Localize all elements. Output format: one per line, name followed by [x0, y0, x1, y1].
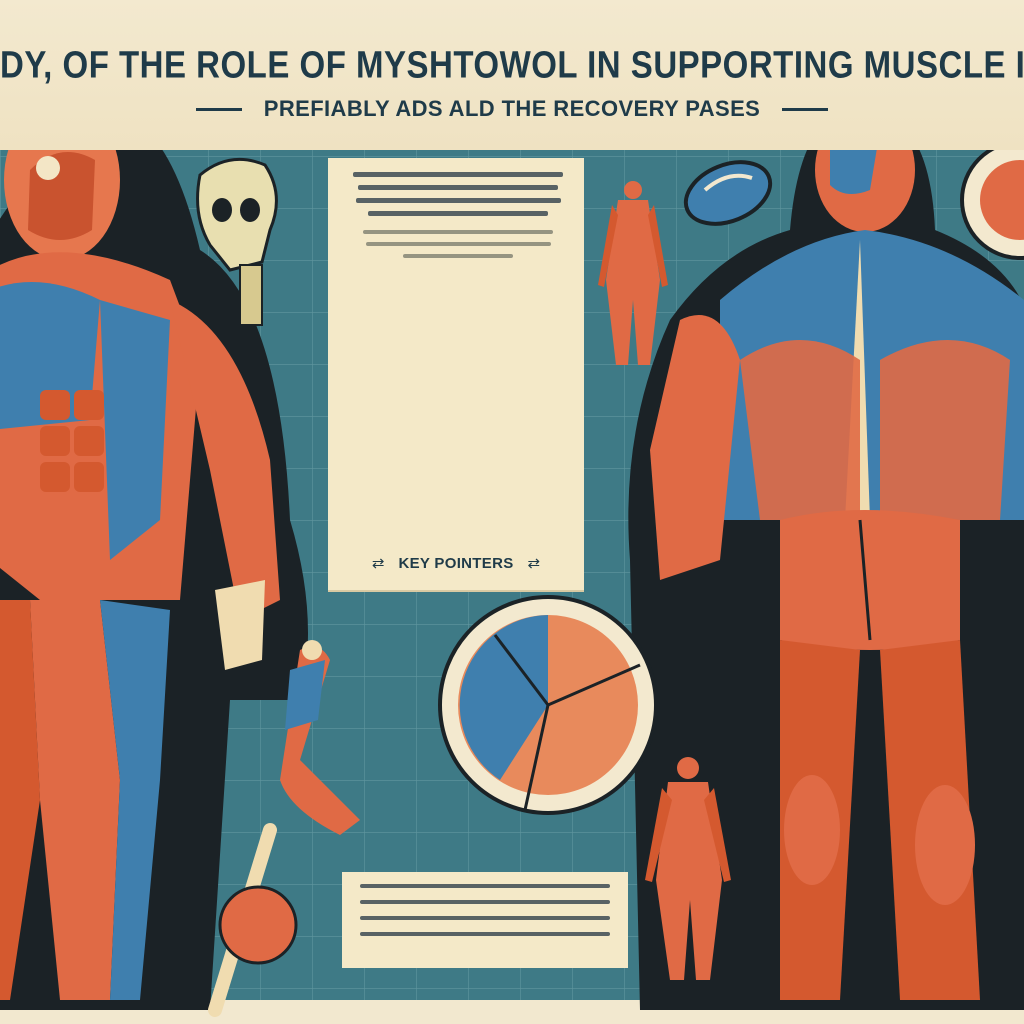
poster-title: DY, OF THE ROLE OF MYSHTOWOL IN SUPPORTI… — [0, 43, 1024, 86]
info-panel — [328, 158, 584, 590]
panel-text-block — [348, 172, 568, 266]
subtitle-rule-left — [195, 107, 242, 111]
key-pointers-row: ⇄ KEY POINTERS ⇄ — [328, 546, 584, 580]
illegible-text-line — [360, 884, 610, 888]
poster-header: DY, OF THE ROLE OF MYSHTOWOL IN SUPPORTI… — [0, 0, 1024, 150]
illegible-text-line — [365, 242, 551, 246]
illegible-text-line — [403, 254, 513, 258]
pie-diagram — [438, 595, 658, 815]
illegible-text-line — [358, 185, 558, 190]
subtitle-rule-right — [782, 107, 829, 111]
small-figure-bottom — [645, 757, 731, 980]
key-pointers-label: KEY POINTERS — [398, 554, 514, 572]
poster-subtitle: PREFIABLY ADS ALD THE RECOVERY PASES — [263, 96, 761, 121]
illegible-text-line — [368, 211, 548, 216]
illegible-text-line — [355, 198, 561, 203]
subtitle-row: PREFIABLY ADS ALD THE RECOVERY PASES — [0, 92, 1024, 126]
double-arrow-icon: ⇄ — [527, 555, 541, 572]
double-arrow-icon: ⇄ — [371, 555, 385, 572]
right-edge-diagram — [960, 140, 1024, 260]
illegible-text-line — [363, 230, 553, 234]
skull-illustration — [196, 157, 278, 326]
illegible-text-line — [360, 900, 610, 904]
rugby-ball-illustration — [683, 160, 773, 226]
back-muscle-figure — [628, 105, 1024, 1010]
athlete-figure — [208, 640, 360, 1017]
small-figure-top — [598, 181, 668, 365]
illegible-text-line — [353, 172, 563, 177]
illegible-text-line — [360, 916, 610, 920]
notes-panel — [342, 872, 628, 968]
illegible-text-line — [360, 932, 610, 936]
